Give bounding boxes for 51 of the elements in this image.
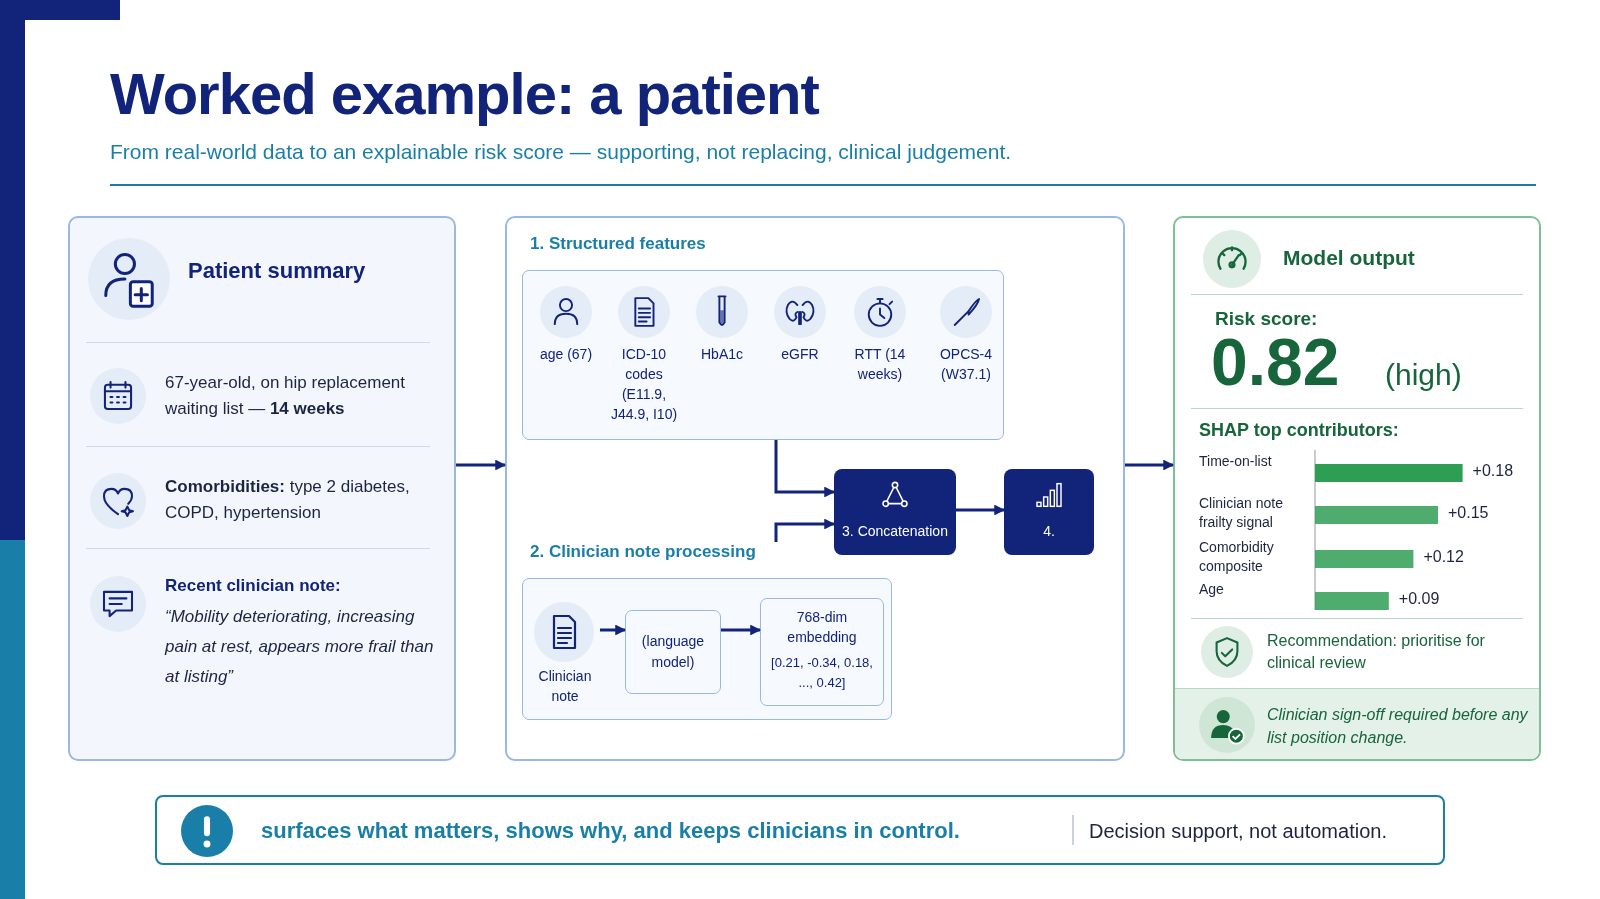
arrow xyxy=(956,504,1006,516)
value-label: +0.12 xyxy=(1423,548,1464,566)
arrow xyxy=(600,624,627,636)
quote-text: “Mobility deteriorating, increasing pain at rest, appears more frail than at listing” xyxy=(165,606,435,688)
box-label: 3. Concatenation xyxy=(841,523,949,539)
arrow xyxy=(721,624,762,636)
note-heading: Recent clinician note: xyxy=(165,576,342,596)
key-message: surfaces what matters, shows why, and keeps clinicians in control. xyxy=(261,818,960,844)
feature-label: OPCS-4 (W37.1) xyxy=(938,345,994,384)
subtitle: From real-world data to an explainable risk score — supporting, not replacing, clinical judgement. xyxy=(110,140,1012,164)
feature-label: RTT (14 weeks) xyxy=(853,345,907,384)
panel-heading: Model output xyxy=(1283,246,1415,270)
process-box xyxy=(834,469,956,555)
notice-band xyxy=(1175,688,1539,759)
chart-title: SHAP top contributors: xyxy=(1199,420,1399,441)
value-label: +0.18 xyxy=(1472,462,1514,480)
category-label: Age xyxy=(1199,580,1225,599)
score-level: (high) xyxy=(1385,358,1462,392)
box-title: 768-dim embedding xyxy=(786,608,858,647)
process-box: (language model) xyxy=(625,610,721,694)
section-heading: 1. Structured features xyxy=(530,234,706,254)
output-panel xyxy=(1173,216,1541,761)
pipeline-panel xyxy=(505,216,1125,761)
feature-label: ICD-10 codes (E11.9, J44.9, I10) xyxy=(609,345,679,424)
note-text: Decision support, not automation. xyxy=(1089,820,1387,843)
process-box xyxy=(1004,469,1094,555)
title: Worked example: a patient xyxy=(110,60,819,127)
summary-text: Comorbidities: type 2 diabetes, COPD, hypertension xyxy=(165,476,411,524)
category-label: Time-on-list xyxy=(1199,452,1273,471)
feature-label: eGFR xyxy=(780,345,820,364)
arrow xyxy=(774,518,836,542)
category-label: Clinician note frailty signal xyxy=(1199,494,1285,532)
summary-panel xyxy=(68,216,456,761)
category-label: Comorbidity composite xyxy=(1199,538,1275,576)
callout-banner xyxy=(155,795,1445,865)
recommendation-text: Recommendation: prioritise for clinical review xyxy=(1267,631,1486,673)
panel-heading: Patient summary xyxy=(188,258,366,284)
summary-text: 67-year-old, on hip replacement waiting list — 14 weeks xyxy=(165,372,407,420)
value-label: +0.09 xyxy=(1398,590,1440,608)
vector-text: [0.21, -0.34, 0.18, ..., 0.42] xyxy=(770,654,874,692)
section-heading: 2. Clinician note processing xyxy=(530,542,756,562)
feature-label: age (67) xyxy=(538,345,594,364)
arrow xyxy=(774,440,836,498)
notice-text: Clinician sign-off required before any list position change. xyxy=(1267,705,1529,748)
arrow xyxy=(456,459,507,471)
node-label: Clinician note xyxy=(537,667,593,706)
box-label: 4. xyxy=(1042,523,1056,539)
process-box xyxy=(760,598,884,706)
value-label: +0.15 xyxy=(1448,504,1489,522)
arrow xyxy=(1125,459,1175,471)
feature-label: HbA1c xyxy=(700,345,744,364)
